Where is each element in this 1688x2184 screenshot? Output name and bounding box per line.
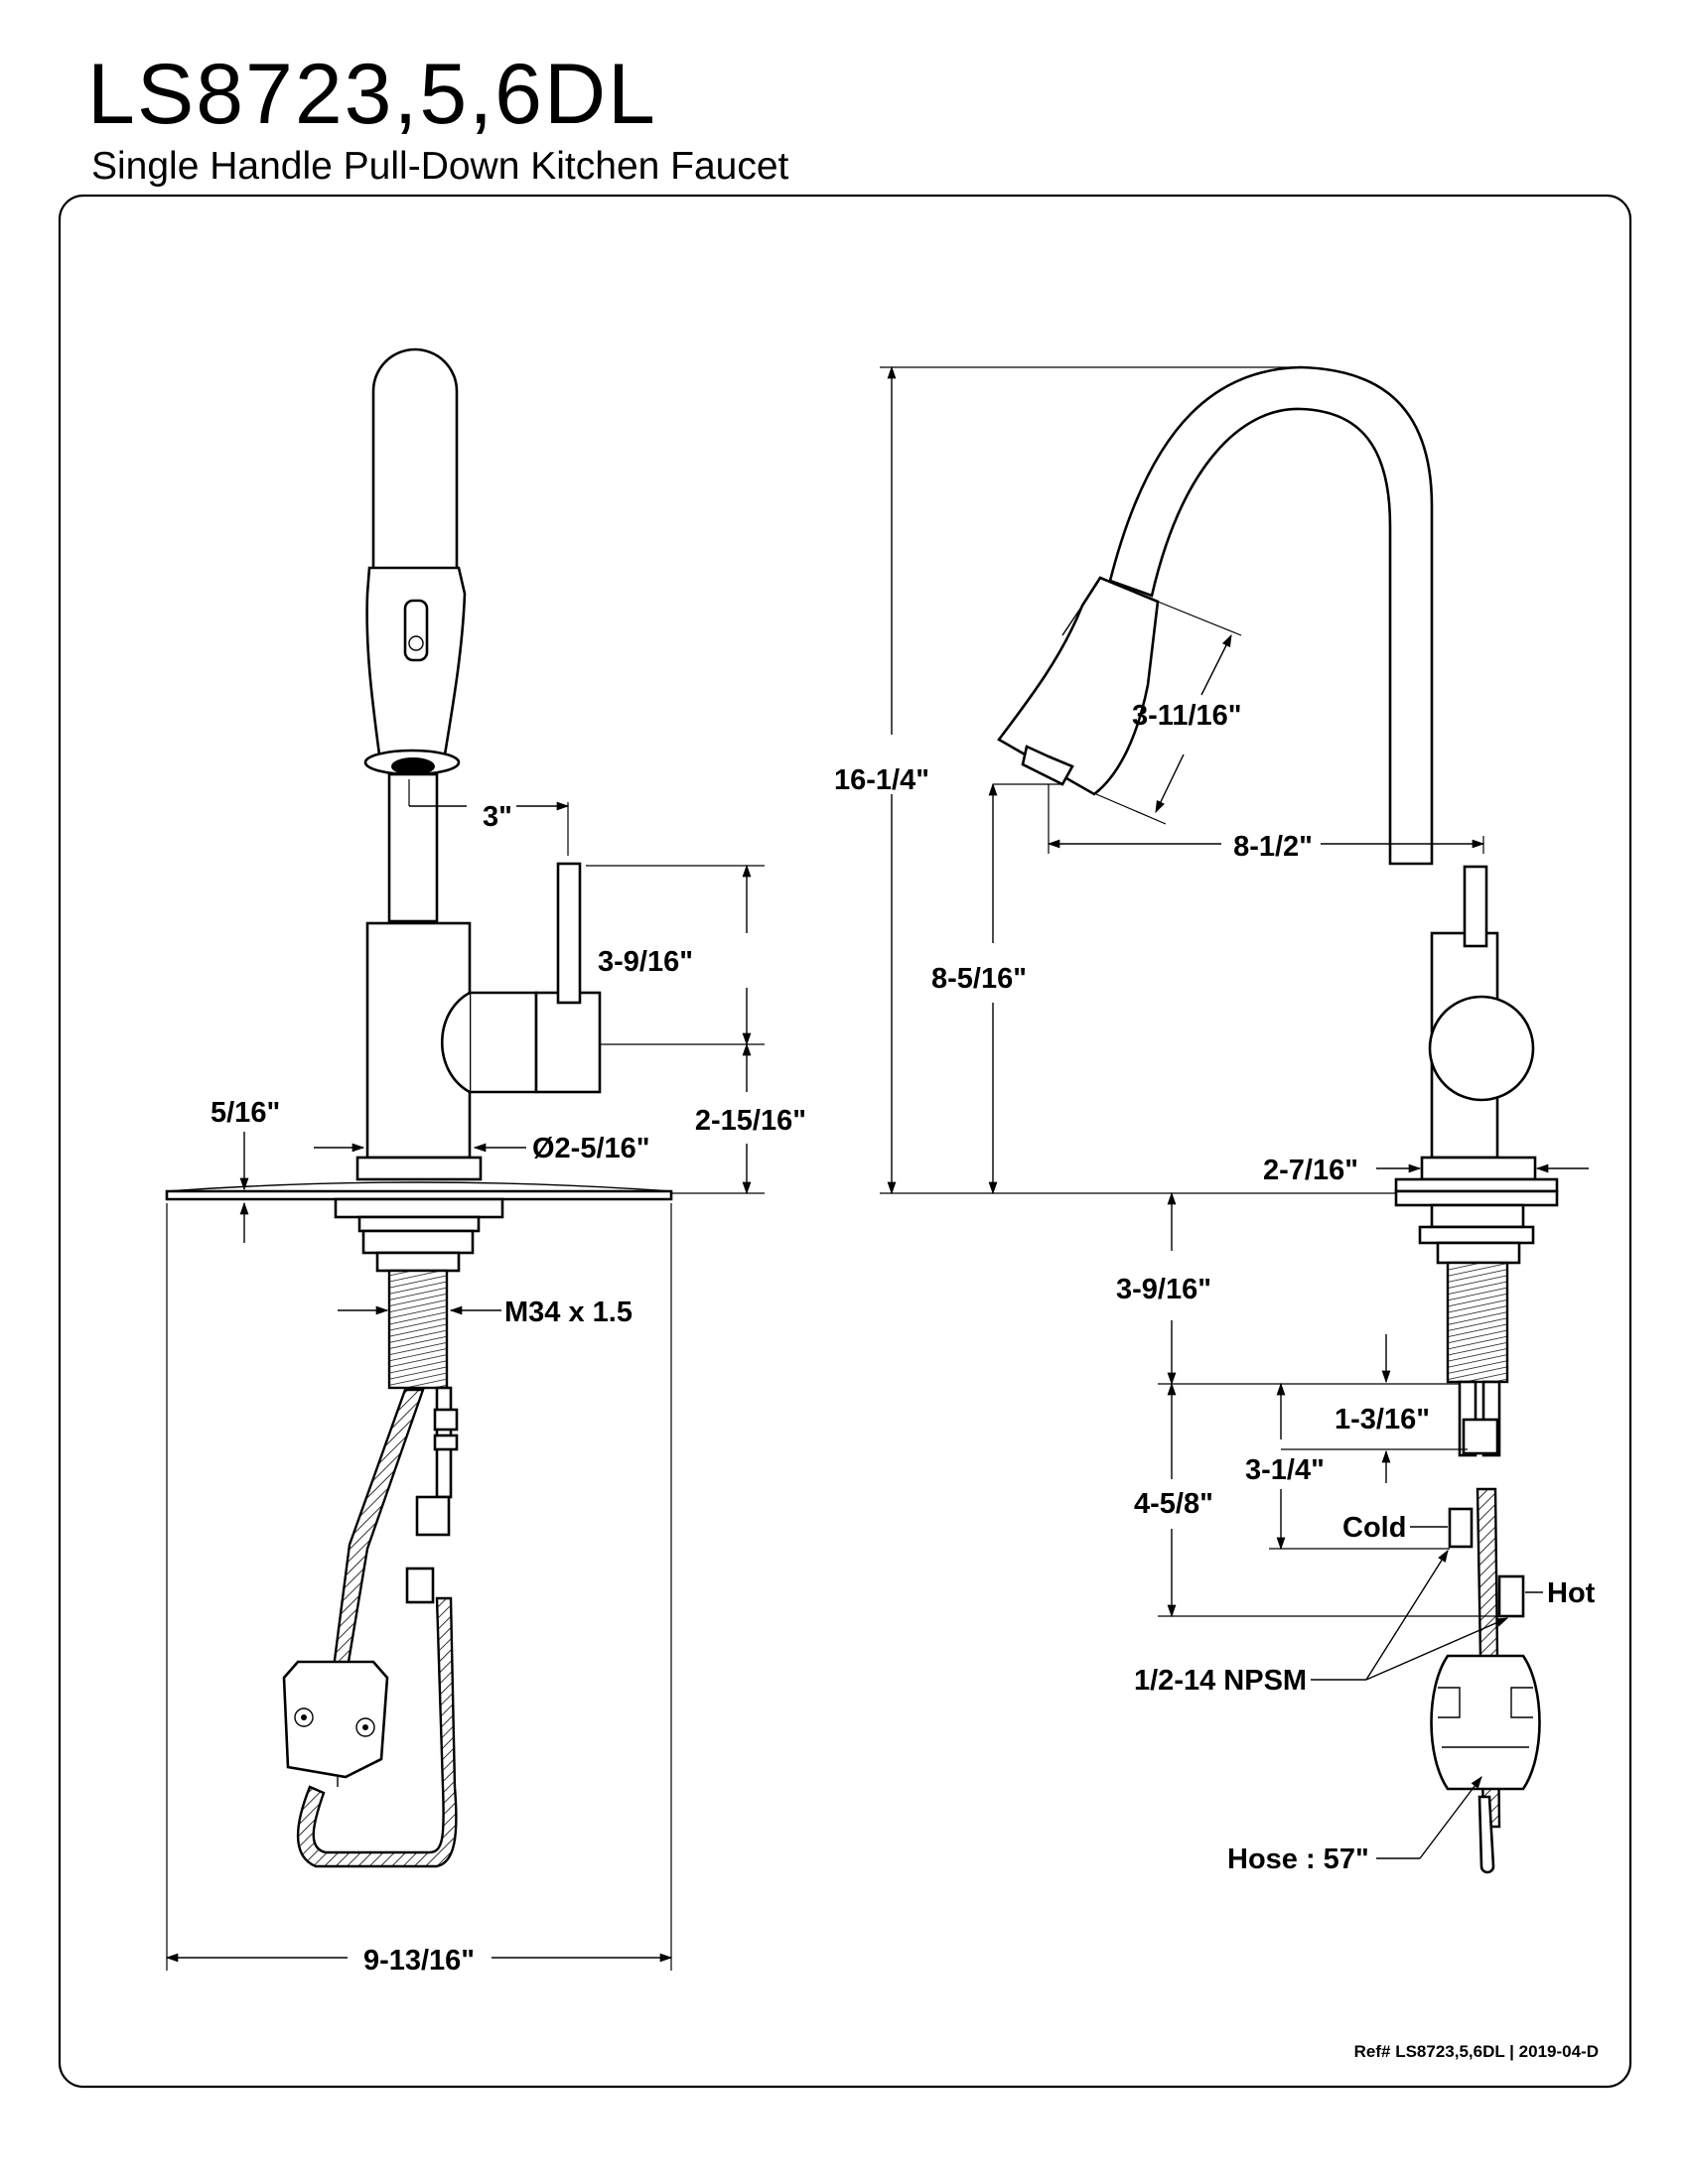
mounting-nut: [361, 1229, 475, 1255]
spray-button-panel: [403, 599, 429, 662]
cold-inlet: [1448, 1507, 1474, 1549]
hose-weight-side: [1430, 1654, 1541, 1791]
handle-lever: [556, 862, 582, 1005]
mixer-cap: [468, 991, 538, 1094]
drawing-frame: [58, 194, 1632, 2089]
dim-handle-height: 3-9/16": [598, 946, 693, 978]
threaded-shank: [387, 1269, 449, 1390]
front-view: [165, 347, 673, 1868]
dim-connection: 1/2-14 NPSM: [1134, 1665, 1307, 1697]
dim-spray-head-length: 3-11/16": [1132, 700, 1242, 732]
spout-tube-top: [371, 347, 459, 574]
pull-down-hose: [332, 1388, 425, 1670]
front-view-dimensions: [165, 779, 765, 1971]
reference-number: Ref# LS8723,5,6DL | 2019-04-D: [1354, 2042, 1599, 2061]
dim-base-diameter: 2-7/16": [1263, 1155, 1358, 1186]
label-cold: Cold: [1342, 1512, 1406, 1544]
product-description: Single Handle Pull-Down Kitchen Faucet: [91, 145, 789, 188]
escutcheon-side: [1420, 1156, 1537, 1181]
label-hot: Hot: [1547, 1577, 1596, 1609]
hose-weight: [282, 1660, 389, 1779]
side-view-dimensions: [880, 365, 1589, 1859]
spout-neck: [387, 772, 439, 923]
dim-deck-plate-width: 9-13/16": [363, 1945, 475, 1977]
dim-body-diameter: Ø2-5/16": [532, 1133, 650, 1164]
dim-shank-length: 3-9/16": [1116, 1274, 1211, 1305]
dim-deck-thickness: 5/16": [211, 1097, 280, 1129]
dim-spout-clearance: 8-5/16": [931, 963, 1027, 995]
dim-supply-offset: 1-3/16": [1335, 1404, 1430, 1435]
dim-handle-reach: 3": [483, 801, 512, 833]
escutcheon: [355, 1156, 483, 1181]
handle-hub: [534, 991, 602, 1094]
side-view: [997, 365, 1559, 1874]
model-title: LS8723,5,6DL: [87, 47, 657, 142]
gooseneck-spout: [1108, 365, 1434, 866]
threaded-shank-side: [1446, 1261, 1509, 1384]
hot-inlet: [1497, 1574, 1525, 1618]
dim-overall-height: 16-1/4": [834, 764, 929, 796]
dim-spout-reach: 8-1/2": [1233, 831, 1313, 863]
dim-body-height: 2-15/16": [695, 1105, 806, 1137]
deck-plate: [165, 1189, 673, 1201]
dim-hot-drop: 4-5/8": [1134, 1488, 1213, 1520]
dim-hose: Hose : 57": [1227, 1843, 1369, 1875]
spray-nozzle: [1021, 745, 1074, 786]
dim-cold-drop: 3-1/4": [1245, 1454, 1325, 1486]
handle-cap-side: [1428, 995, 1535, 1102]
dim-thread: M34 x 1.5: [504, 1297, 633, 1328]
